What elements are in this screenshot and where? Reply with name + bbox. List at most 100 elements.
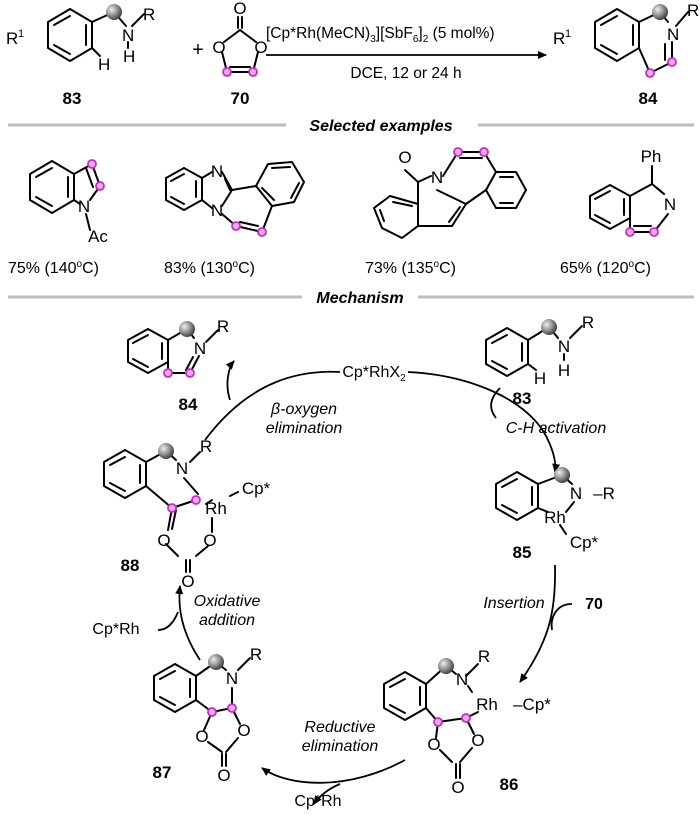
r-label: R xyxy=(200,437,212,456)
n-atom: N xyxy=(664,195,676,214)
h-on-n: H xyxy=(558,361,570,380)
r-label: R xyxy=(143,5,155,24)
compound-number-85: 85 xyxy=(513,543,532,562)
cycle-arrow-ch-activation xyxy=(407,371,561,473)
h-atom: H xyxy=(98,55,110,74)
arrow-cprh-exits xyxy=(313,783,341,805)
compound-number-70: 70 xyxy=(231,89,250,108)
example-3-yield: 73% (135oC) xyxy=(365,259,456,277)
label-beta-oxygen: β-oxygen xyxy=(270,401,337,418)
conditions-catalyst: [Cp*Rh(MeCN)3][SbF6]2 (5 mol%) xyxy=(266,25,495,45)
label-reductive-elimination: elimination xyxy=(302,738,379,755)
catalyst-cprhx2: Cp*RhX2 xyxy=(342,364,406,384)
cycle-arrow-reductive-elimination xyxy=(261,759,406,784)
compound-86: N R Rh –Cp* O O O 86 xyxy=(383,647,551,797)
label-elimination: elimination xyxy=(266,420,343,437)
n-atom: N xyxy=(456,670,468,689)
arrow-to-product-84 xyxy=(225,360,235,401)
ring-o-left: O xyxy=(212,38,225,57)
compound-85: N –R Rh Cp* 85 xyxy=(495,467,615,562)
compound-number-83: 83 xyxy=(513,389,532,408)
magenta-atom-marker xyxy=(433,717,443,727)
conditions-solvent-time: DCE, 12 or 24 h xyxy=(350,65,461,82)
compound-88: N R Rh Cp* O O O 88 xyxy=(103,437,271,591)
ring-o-left: O xyxy=(427,735,440,754)
cprh-out-label: Cp*Rh xyxy=(294,793,341,810)
compound-84-mechanism: N R 84 xyxy=(127,317,229,414)
n-atom: N xyxy=(176,459,188,478)
n-atom: N xyxy=(211,201,223,220)
magenta-atom-marker xyxy=(461,713,471,723)
magenta-atom-marker xyxy=(185,368,195,378)
grey-ball-icon xyxy=(179,321,195,337)
label-addition: addition xyxy=(199,612,255,629)
example-1-structure: N Ac xyxy=(29,159,108,246)
ring-o-right: O xyxy=(203,531,216,550)
grey-ball-icon xyxy=(106,4,122,20)
n-atom: N xyxy=(226,669,238,688)
magenta-atom-marker xyxy=(222,67,232,77)
cycle-arrow-insertion xyxy=(519,564,556,683)
carbonyl-o: O xyxy=(233,0,246,18)
label-ch-activation: C-H activation xyxy=(506,420,607,437)
magenta-atom-marker xyxy=(479,147,489,157)
cprh-in-label: Cp*Rh xyxy=(92,621,139,638)
example-1-yield: 75% (140oC) xyxy=(8,259,99,277)
example-4-yield: 65% (120oC) xyxy=(560,259,651,277)
n-atom: N xyxy=(570,484,582,503)
arrow-70-enters xyxy=(550,603,573,631)
compound-83-mechanism: N H R H 83 xyxy=(485,313,594,408)
arrow-83-enters xyxy=(490,387,501,419)
cycle-arrow-beta-elimination xyxy=(204,370,341,441)
n-atom: N xyxy=(122,26,134,45)
example-3-structure: O N xyxy=(373,147,527,239)
r-label: R xyxy=(687,1,699,20)
r-label: R xyxy=(250,645,262,664)
cp-star-label: Cp* xyxy=(242,479,271,498)
grey-ball-icon xyxy=(208,654,224,670)
n-atom: N xyxy=(78,197,90,216)
magenta-atom-marker xyxy=(227,703,237,713)
magenta-atom-marker xyxy=(453,147,463,157)
magenta-atom-marker xyxy=(625,227,635,237)
ring-o-right: O xyxy=(237,721,250,740)
cycle-arrow-oxidative-addition xyxy=(175,585,201,661)
r-label: –R xyxy=(593,484,615,503)
compound-number-86: 86 xyxy=(500,775,519,794)
carbonyl-o: O xyxy=(451,778,464,797)
magenta-atom-marker xyxy=(248,67,258,77)
magenta-atom-marker xyxy=(231,221,241,231)
product-84: R 1 N R 84 xyxy=(553,1,699,108)
n-atom: N xyxy=(194,339,206,358)
example-4-structure: Ph N xyxy=(589,147,676,237)
n-atom: N xyxy=(667,25,679,44)
grey-ball-icon xyxy=(652,4,668,20)
r-label: R xyxy=(217,317,229,336)
rh-atom: Rh xyxy=(544,508,566,527)
label-oxidative: Oxidative xyxy=(194,593,261,610)
acetyl-label: Ac xyxy=(88,227,108,246)
carbonyl-o: O xyxy=(398,148,411,167)
carbonyl-o: O xyxy=(217,766,230,785)
grey-ball-icon xyxy=(438,658,454,674)
magenta-atom-marker xyxy=(167,503,177,513)
r1-superscript: 1 xyxy=(18,28,24,40)
example-2-structure: N N xyxy=(165,161,305,237)
ring-o-left: O xyxy=(195,727,208,746)
r-label: R xyxy=(478,647,490,666)
section-title-mechanism: Mechanism xyxy=(316,290,403,307)
magenta-atom-marker xyxy=(649,227,659,237)
rh-atom: Rh xyxy=(476,695,498,714)
grey-ball-icon xyxy=(158,443,174,459)
ring-o-right: O xyxy=(254,38,267,57)
magenta-atom-marker xyxy=(667,57,677,67)
ring-o-left: O xyxy=(157,531,170,550)
reagent-70: 70 xyxy=(585,596,603,613)
h-atom: H xyxy=(534,369,546,388)
magenta-atom-marker xyxy=(191,495,201,505)
n-atom: N xyxy=(431,168,443,187)
compound-87: N R O O O 87 xyxy=(153,645,263,785)
n-atom: N xyxy=(558,337,570,356)
label-insertion: Insertion xyxy=(483,595,544,612)
